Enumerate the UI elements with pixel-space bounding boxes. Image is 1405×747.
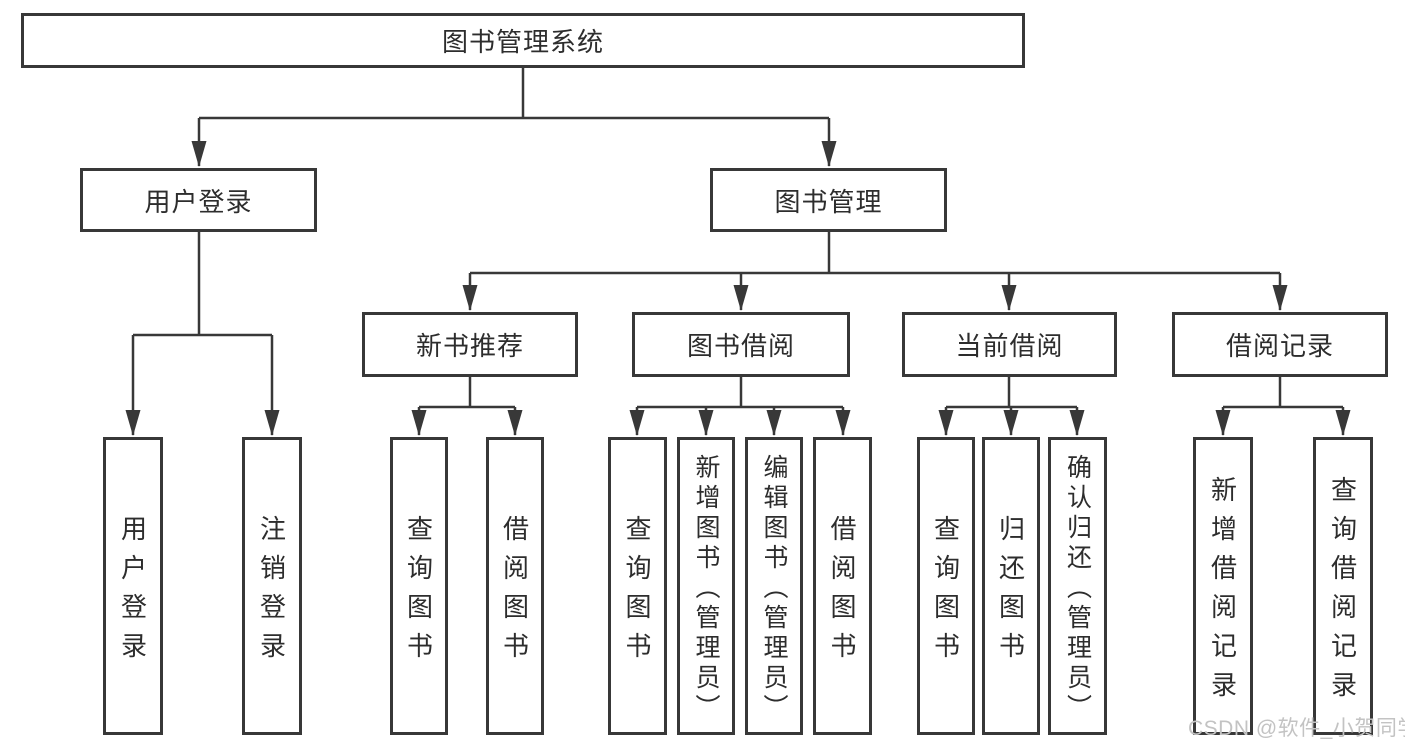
leaf-recommend-borrow-books-label: 借阅图书 xyxy=(499,514,530,671)
leaf-user-login: 用户登录 xyxy=(103,437,163,735)
connector-book-management xyxy=(462,232,1288,311)
leaf-current-confirm-return-admin: 确认归还（管理员） xyxy=(1048,437,1107,735)
leaf-current-query-books: 查询图书 xyxy=(917,437,975,735)
node-book-management-label: 图书管理 xyxy=(774,186,883,217)
leaf-borrow-edit-books-admin-label: 编辑图书（管理员） xyxy=(760,453,788,724)
watermark: CSDN @软件_小贺同学 xyxy=(1188,717,1405,740)
leaf-current-return-books-label: 归还图书 xyxy=(995,514,1026,671)
connector-root xyxy=(191,68,837,167)
leaf-borrow-edit-books-admin: 编辑图书（管理员） xyxy=(745,437,803,735)
leaf-borrow-borrow-books-label: 借阅图书 xyxy=(827,514,857,671)
node-current-borrowing: 当前借阅 xyxy=(902,312,1117,377)
connector-new-book-recommendation xyxy=(411,377,523,436)
leaf-current-return-books: 归还图书 xyxy=(982,437,1040,735)
leaf-borrow-add-books-admin-label: 新增图书（管理员） xyxy=(692,453,720,724)
leaf-records-query-record: 查询借阅记录 xyxy=(1313,437,1373,735)
leaf-borrow-add-books-admin: 新增图书（管理员） xyxy=(677,437,735,735)
leaf-current-confirm-return-admin-label: 确认归还（管理员） xyxy=(1063,453,1092,724)
node-root: 图书管理系统 xyxy=(21,13,1025,68)
leaf-logout: 注销登录 xyxy=(242,437,302,735)
node-book-management: 图书管理 xyxy=(710,168,947,232)
leaf-records-query-record-label: 查询借阅记录 xyxy=(1327,475,1358,710)
node-user-login-label: 用户登录 xyxy=(144,186,253,217)
connector-current-borrowing xyxy=(938,377,1085,436)
leaf-recommend-borrow-books: 借阅图书 xyxy=(486,437,544,735)
leaf-records-add-record-label: 新增借阅记录 xyxy=(1207,475,1238,710)
node-current-borrowing-label: 当前借阅 xyxy=(955,331,1064,361)
connector-user-login xyxy=(125,232,280,436)
leaf-borrow-borrow-books: 借阅图书 xyxy=(813,437,872,735)
leaf-borrow-query-books-label: 查询图书 xyxy=(622,514,652,671)
connector-book-borrowing xyxy=(629,377,851,436)
node-book-borrowing-label: 图书借阅 xyxy=(686,331,795,361)
leaf-current-query-books-label: 查询图书 xyxy=(930,514,961,671)
node-borrowing-records: 借阅记录 xyxy=(1172,312,1388,377)
leaf-borrow-query-books: 查询图书 xyxy=(608,437,667,735)
leaf-records-add-record: 新增借阅记录 xyxy=(1193,437,1253,735)
node-user-login: 用户登录 xyxy=(80,168,317,232)
node-new-book-recommendation-label: 新书推荐 xyxy=(415,331,524,361)
connector-borrowing-records xyxy=(1215,377,1351,436)
leaf-recommend-query-books: 查询图书 xyxy=(390,437,448,735)
node-borrowing-records-label: 借阅记录 xyxy=(1225,331,1334,361)
node-new-book-recommendation: 新书推荐 xyxy=(362,312,578,377)
leaf-logout-label: 注销登录 xyxy=(256,514,287,671)
node-root-label: 图书管理系统 xyxy=(441,27,604,57)
node-book-borrowing: 图书借阅 xyxy=(632,312,850,377)
leaf-recommend-query-books-label: 查询图书 xyxy=(403,514,434,671)
leaf-user-login-label: 用户登录 xyxy=(117,514,148,671)
